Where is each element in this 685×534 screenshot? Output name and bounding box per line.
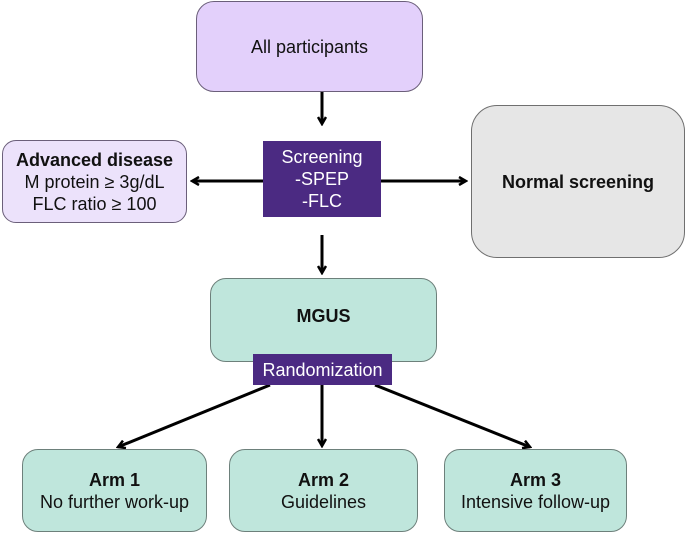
node-arm-3: Arm 3 Intensive follow-up [444, 449, 627, 532]
node-advanced-disease: Advanced disease M protein ≥ 3g/dL FLC r… [2, 140, 187, 223]
arm-description: Guidelines [280, 491, 367, 512]
node-arm-2: Arm 2 Guidelines [229, 449, 418, 532]
arm-description: No further work-up [39, 491, 190, 512]
arm-title: Arm 3 [509, 469, 562, 490]
arm-description: Intensive follow-up [460, 491, 611, 512]
node-label: All participants [250, 36, 369, 57]
node-arm-1: Arm 1 No further work-up [22, 449, 207, 532]
node-normal-screening: Normal screening [471, 105, 685, 258]
arm-title: Arm 2 [297, 469, 350, 490]
node-line: FLC ratio ≥ 100 [32, 193, 157, 214]
node-label: MGUS [296, 306, 351, 326]
node-line: Screening [281, 147, 363, 167]
arrow-randomization-to-arm1 [118, 383, 271, 447]
node-label: Randomization [262, 359, 383, 380]
node-all-participants: All participants [196, 1, 423, 92]
node-line: -FLC [302, 191, 342, 211]
node-label: Normal screening [501, 171, 655, 192]
arrow-randomization-to-arm3 [374, 383, 530, 447]
node-line: -SPEP [294, 169, 350, 189]
node-title: Advanced disease [15, 149, 174, 170]
node-randomization: Randomization [253, 354, 392, 385]
node-line: M protein ≥ 3g/dL [24, 171, 165, 192]
arm-title: Arm 1 [88, 469, 141, 490]
node-mgus: MGUS [210, 278, 437, 362]
node-screening: Screening -SPEP -FLC [263, 141, 381, 217]
